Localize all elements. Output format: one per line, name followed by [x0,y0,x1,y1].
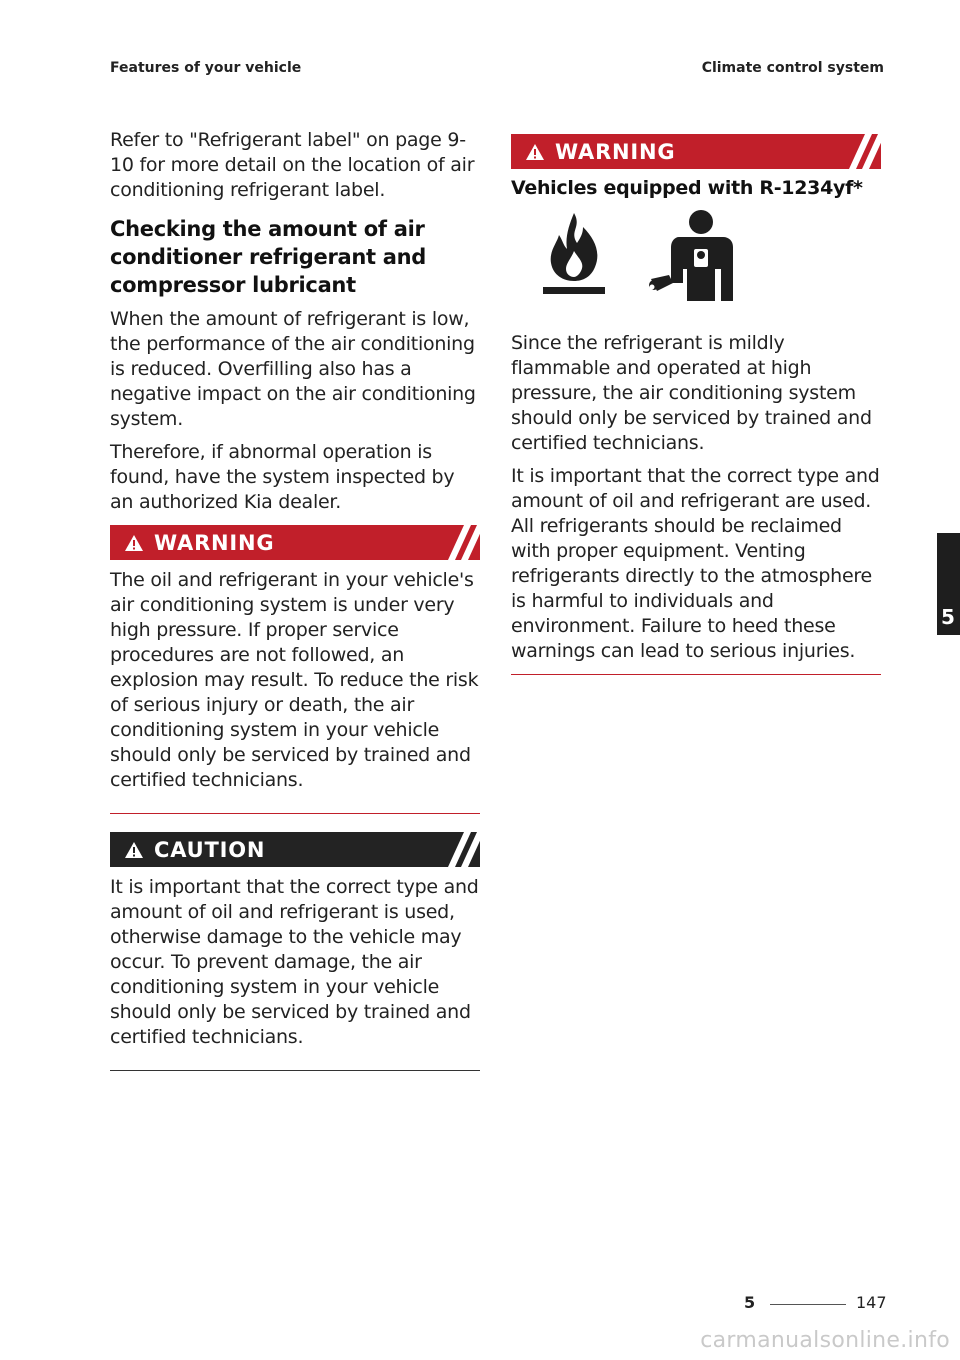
warning-pictograms [511,209,881,319]
body-paragraph-2: Therefore, if abnormal operation is foun… [110,441,455,513]
banner-stripes [448,525,480,560]
right-column: WARNING Vehicles equipped with R-1234yf*… [511,134,881,693]
watermark-text: carmanualsonline.info [700,1328,950,1353]
warning-label: WARNING [154,530,275,555]
warning-label: WARNING [555,139,676,164]
footer-chapter-number: 5 [744,1293,756,1312]
technician-icon [649,210,733,301]
footer-page-number: 147 [856,1293,887,1312]
running-header-right: Climate control system [701,60,884,76]
footer-divider [770,1304,846,1305]
section-heading: Checking the amount of air conditioner r… [110,217,427,297]
warning-text: The oil and refrigerant in your vehicle'… [110,569,479,791]
warning-paragraph-2: It is important that the correct type an… [511,465,880,662]
left-column: Refer to "Refrigerant label" on page 9-1… [110,128,480,1089]
chapter-side-tab: 5 [937,533,960,635]
caution-triangle-icon [125,841,143,858]
intro-paragraph: Refer to "Refrigerant label" on page 9-1… [110,129,475,201]
caution-end-rule [110,1070,480,1071]
warning-triangle-icon [526,143,544,160]
banner-stripes [448,832,480,867]
warning-triangle-icon [125,534,143,551]
warning-banner: WARNING [110,525,480,560]
warning-end-rule [110,813,480,814]
caution-label: CAUTION [154,837,266,862]
caution-text: It is important that the correct type an… [110,876,479,1048]
warning-end-rule [511,674,881,675]
flammable-icon [543,213,605,294]
chapter-side-tab-number: 5 [941,605,955,629]
body-paragraph-1: When the amount of refrigerant is low, t… [110,308,476,430]
warning-subhead: Vehicles equipped with R-1234yf* [511,177,863,199]
caution-banner: CAUTION [110,832,480,867]
running-header-left: Features of your vehicle [110,60,302,76]
warning-paragraph-1: Since the refrigerant is mildly flammabl… [511,332,872,454]
warning-banner-refrigerant: WARNING [511,134,881,169]
banner-stripes [849,134,881,169]
